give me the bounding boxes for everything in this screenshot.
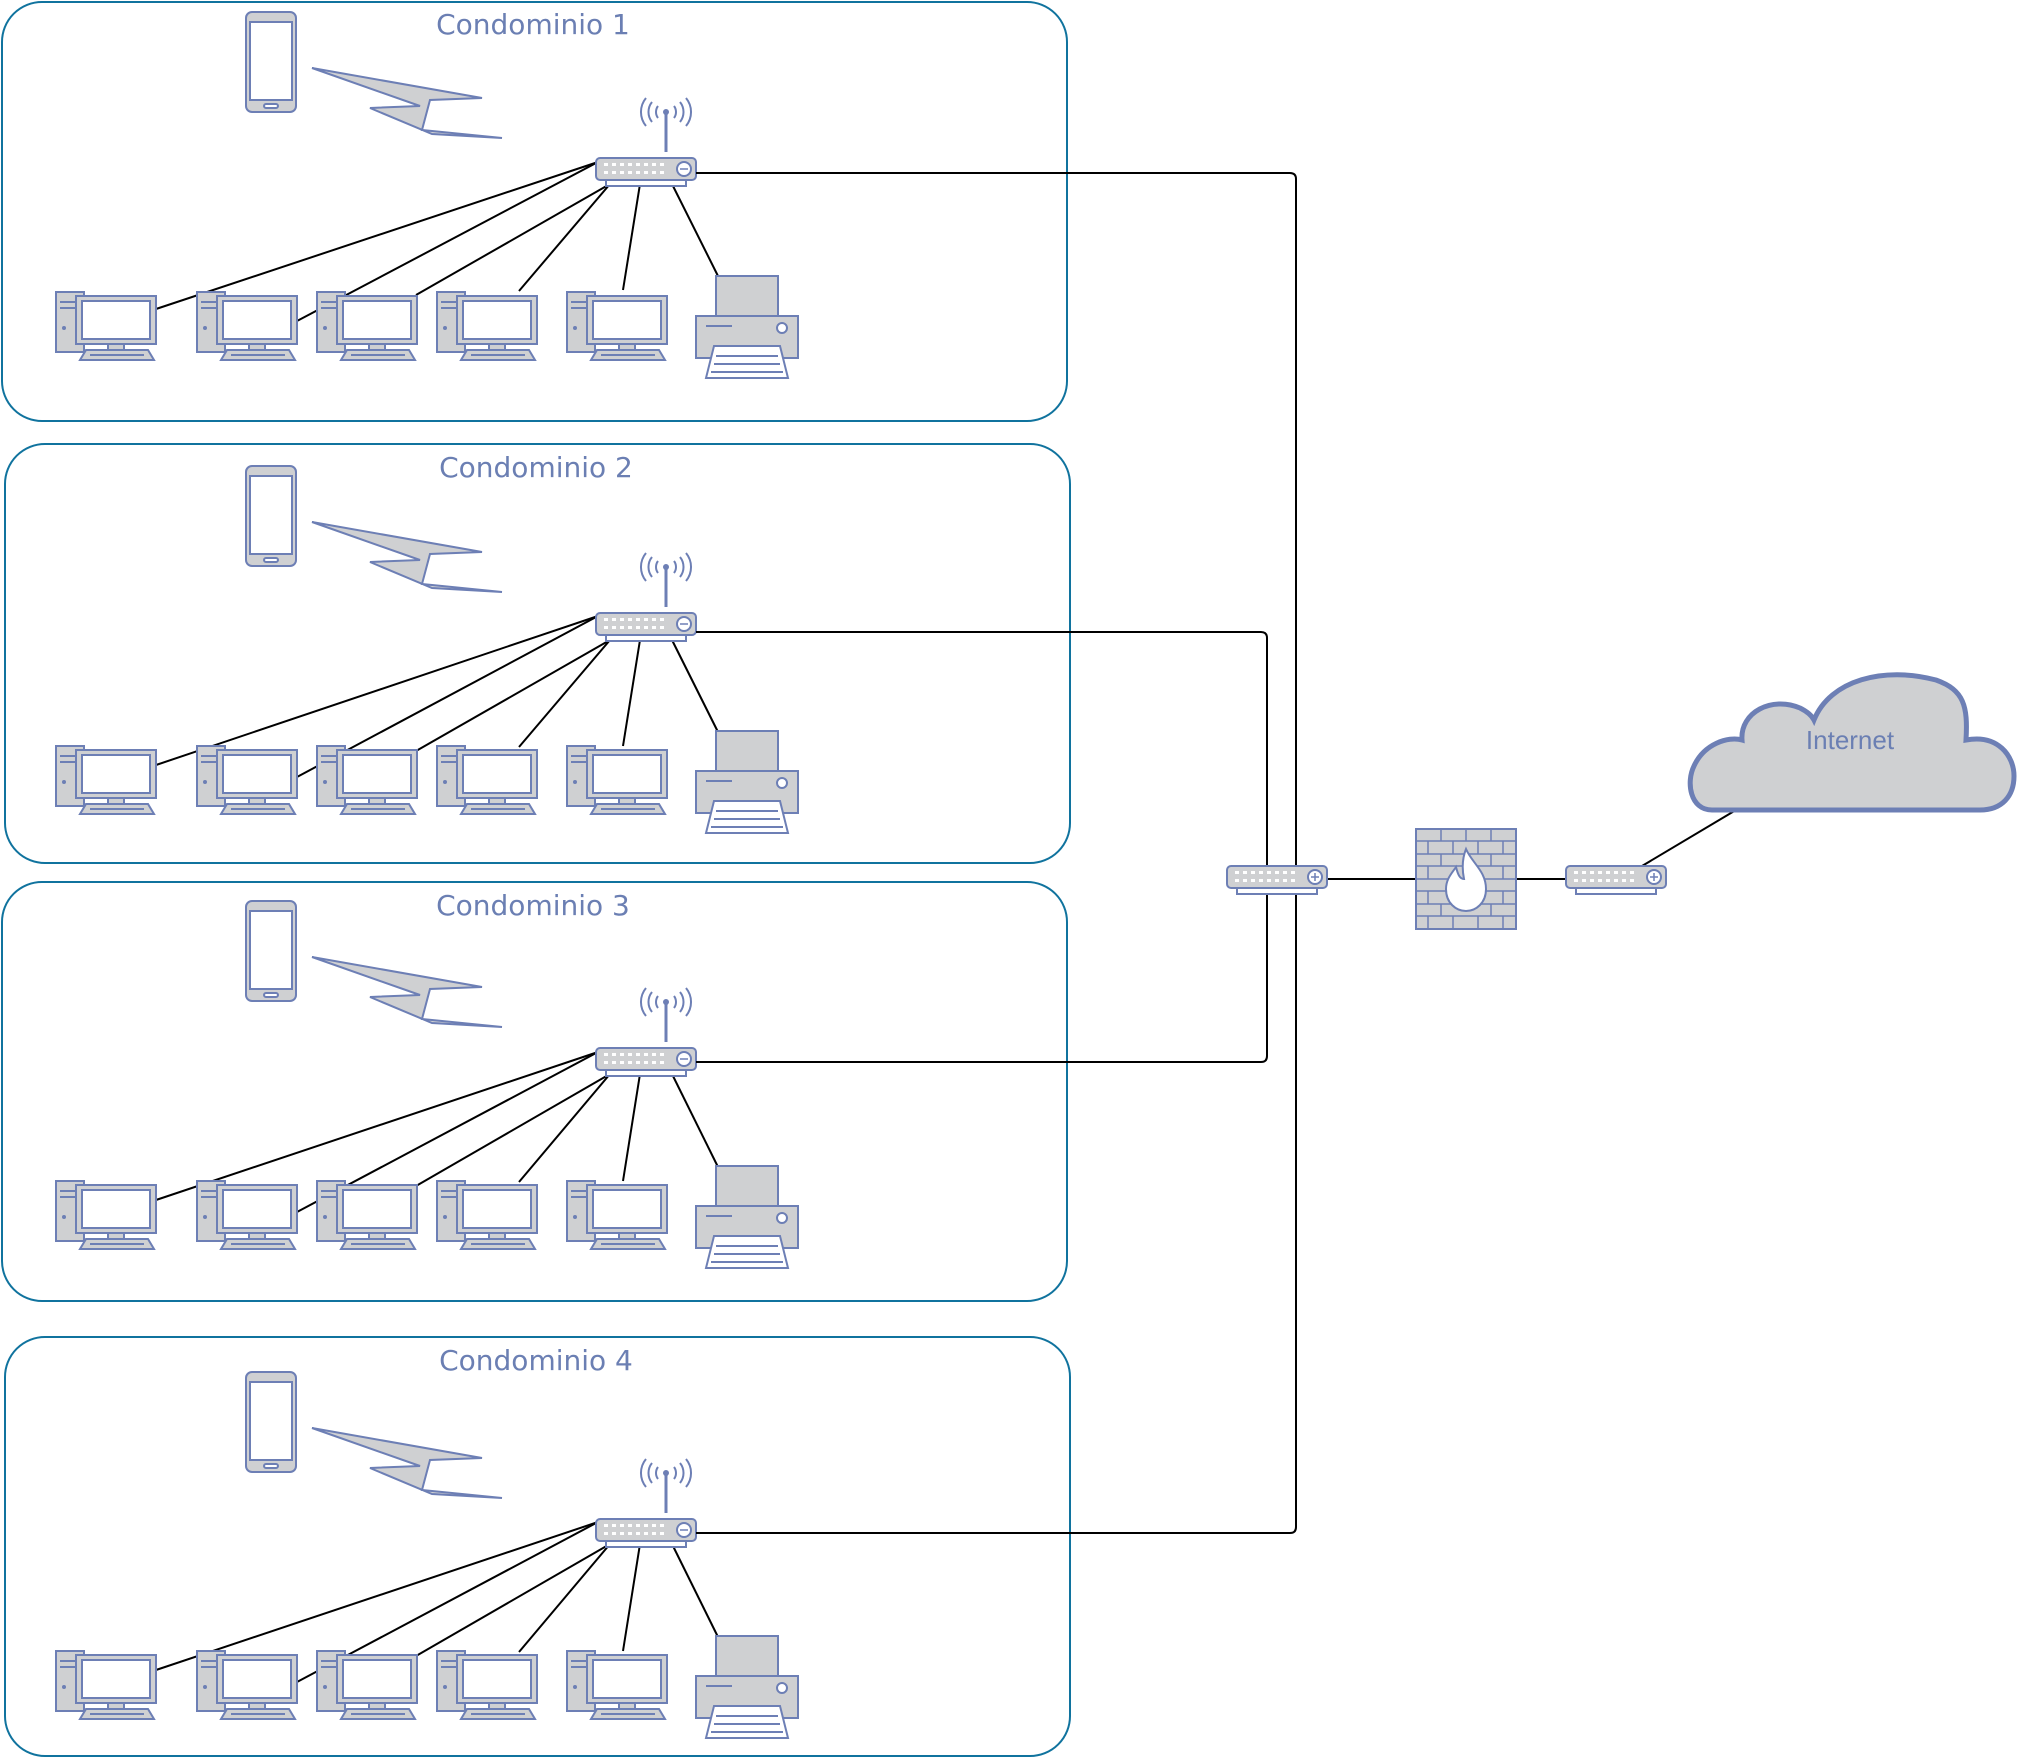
smartphone-icon [245, 11, 297, 113]
desktop-computer-icon [566, 1180, 668, 1250]
desktop-computer-icon [436, 291, 538, 361]
desktop-computer-icon [196, 1180, 298, 1250]
desktop-computer-icon [436, 745, 538, 815]
cloud-icon: Internet [1687, 672, 2017, 813]
desktop-computer-icon [316, 1180, 418, 1250]
desktop-computer-icon [436, 1650, 538, 1720]
zone-2-boundary [4, 443, 1071, 864]
desktop-computer-icon [196, 1650, 298, 1720]
internet-label: Internet [1806, 725, 1895, 755]
desktop-computer-icon [196, 291, 298, 361]
zone-1-title: Condominio 1 [436, 8, 630, 41]
desktop-computer-icon [55, 1180, 157, 1250]
desktop-computer-icon [566, 745, 668, 815]
zone-condominio-3: Condominio 3 [1, 881, 1068, 1302]
desktop-computer-icon [55, 745, 157, 815]
desktop-computer-icon [436, 1180, 538, 1250]
zone-condominio-2: Condominio 2 [4, 443, 1071, 864]
desktop-computer-icon [566, 1650, 668, 1720]
zone-2-links [155, 615, 719, 778]
desktop-computer-icon [566, 291, 668, 361]
desktop-computer-icon [55, 291, 157, 361]
desktop-computer-icon [316, 745, 418, 815]
desktop-computer-icon [55, 1650, 157, 1720]
zone-condominio-4: Condominio 4 [4, 1336, 1071, 1757]
zone-3-title: Condominio 3 [436, 889, 630, 922]
central-switch-icon [1226, 865, 1328, 895]
smartphone-icon [245, 1371, 297, 1473]
zone-4-links [155, 1521, 719, 1683]
smartphone-icon [245, 900, 297, 1002]
smartphone-icon [245, 465, 297, 567]
edge-router-icon [1565, 865, 1667, 895]
zone-4-title: Condominio 4 [439, 1344, 633, 1377]
zone-3-boundary [1, 881, 1068, 1302]
backbone-links [696, 172, 1737, 1534]
desktop-computer-icon [316, 1650, 418, 1720]
firewall-icon [1415, 828, 1517, 930]
desktop-computer-icon [196, 745, 298, 815]
zone-1-links [155, 161, 719, 322]
zone-condominio-1: Condominio 1 [1, 1, 1068, 422]
desktop-computer-icon [316, 291, 418, 361]
zone-2-title: Condominio 2 [439, 451, 633, 484]
